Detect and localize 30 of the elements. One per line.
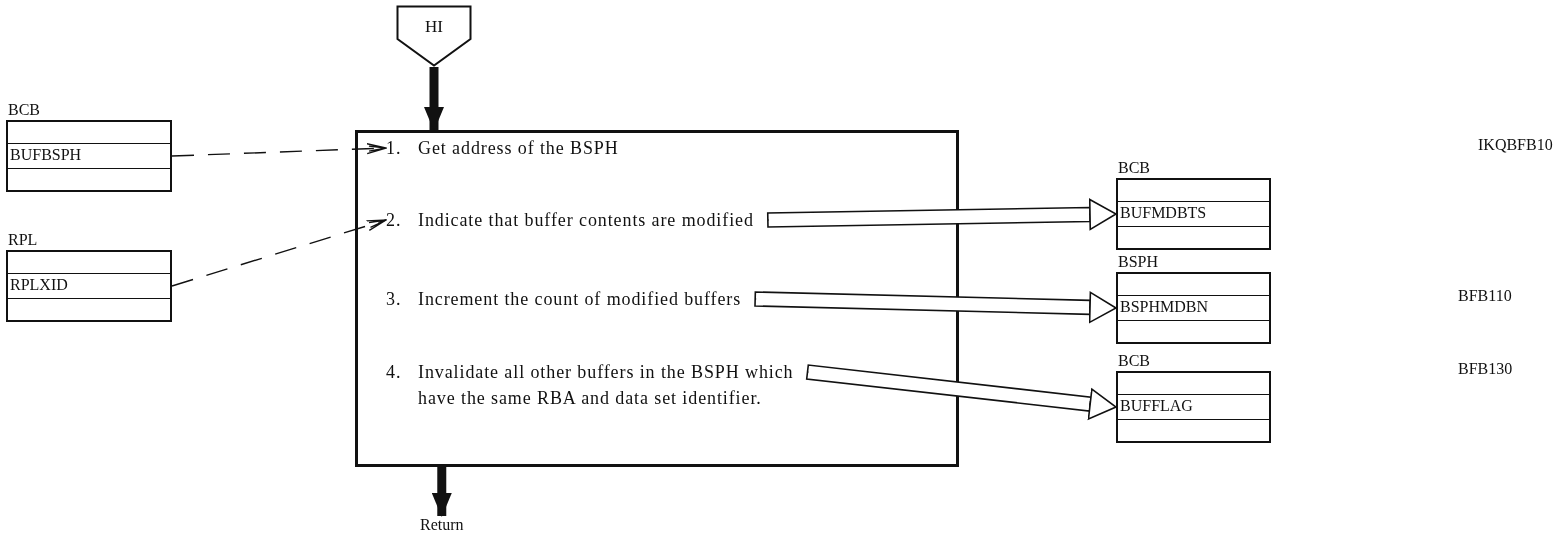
step-number: 4. <box>386 361 403 384</box>
process-box <box>355 130 959 467</box>
block-name: BCB <box>1117 351 1151 371</box>
module-label: BFB130 <box>1458 360 1513 378</box>
module-label: IKQBFB10 <box>1478 136 1553 154</box>
hollow-arrow <box>766 198 1117 231</box>
step-text: Increment the count of modified buffers <box>418 288 743 311</box>
field-name: BUFMDBTS <box>1120 204 1207 221</box>
field-name: BUFFLAG <box>1120 397 1193 414</box>
step-text: Invalidate all other buffers in the BSPH which have the same RBA and data set identifier. <box>418 361 795 410</box>
offpage-connector <box>396 5 472 67</box>
thick-arrow <box>431 467 452 517</box>
field-name: BSPHMDBN <box>1120 298 1209 315</box>
step-number: 2. <box>386 209 403 232</box>
thick-arrow <box>424 67 444 131</box>
module-label: BFB110 <box>1458 287 1512 305</box>
step-text: Indicate that buffer contents are modified <box>418 209 755 232</box>
block-name: BSPH <box>1117 252 1160 272</box>
hollow-arrow <box>754 291 1117 324</box>
field-name: BUFBSPH <box>10 146 82 163</box>
step-number: 1. <box>386 137 403 160</box>
step-text: Get address of the BSPH <box>418 137 620 160</box>
block-name: BCB <box>1117 158 1151 178</box>
connector-label: HI <box>424 17 444 37</box>
step-number: 3. <box>386 288 403 311</box>
field-name: RPLXID <box>10 276 68 293</box>
block-name: BCB <box>7 100 41 120</box>
return-label: Return <box>420 516 464 533</box>
block-name: RPL <box>7 230 39 250</box>
hollow-arrow <box>805 364 1117 420</box>
